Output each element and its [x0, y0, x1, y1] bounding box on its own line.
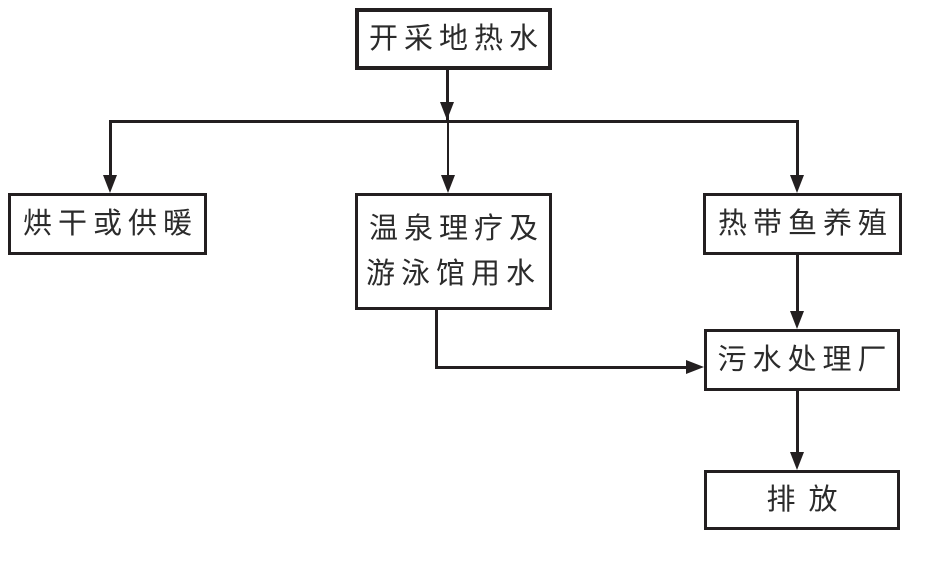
arrowhead-down-junction: [440, 102, 454, 120]
node-label-drying-or-heating: 烘干或供暖: [22, 207, 198, 240]
connector-spa-down: [435, 310, 438, 369]
node-label-extract-geothermal-water: 开采地热水: [368, 22, 544, 55]
node-extract-geothermal-water: 开采地热水: [355, 8, 552, 70]
node-label-discharge: 排放: [766, 483, 851, 516]
node-drying-or-heating: 烘干或供暖: [8, 193, 207, 255]
connector-rail-to-drying: [109, 123, 112, 179]
connector-fish-to-sewage: [796, 255, 799, 313]
node-label-sewage-treatment-plant: 污水处理厂: [717, 343, 893, 376]
arrowhead-down-into-discharge: [790, 452, 804, 470]
arrowhead-down-into-sewage: [790, 311, 804, 329]
connector-source-down: [446, 70, 449, 120]
node-label-tropical-fish-farming: 热带鱼养殖: [717, 207, 893, 240]
arrowhead-down-into-drying: [103, 175, 117, 193]
node-sewage-treatment-plant: 污水处理厂: [704, 329, 900, 391]
node-hot-spring-and-pool-water: 温泉理疗及 游泳馆用水: [355, 193, 552, 310]
connector-sewage-to-discharge: [796, 391, 799, 454]
arrowhead-down-into-fish: [790, 175, 804, 193]
connector-rail-to-fish: [796, 123, 799, 179]
arrowhead-right-into-sewage: [686, 360, 704, 374]
connector-distribution-rail: [109, 120, 799, 123]
connector-spa-to-sewage: [435, 366, 687, 369]
node-discharge: 排放: [704, 470, 900, 530]
node-label-hot-spring-and-pool-water: 温泉理疗及 游泳馆用水: [365, 212, 544, 290]
connector-rail-to-spa: [447, 123, 449, 179]
node-tropical-fish-farming: 热带鱼养殖: [703, 193, 902, 255]
arrowhead-down-into-spa: [441, 175, 455, 193]
